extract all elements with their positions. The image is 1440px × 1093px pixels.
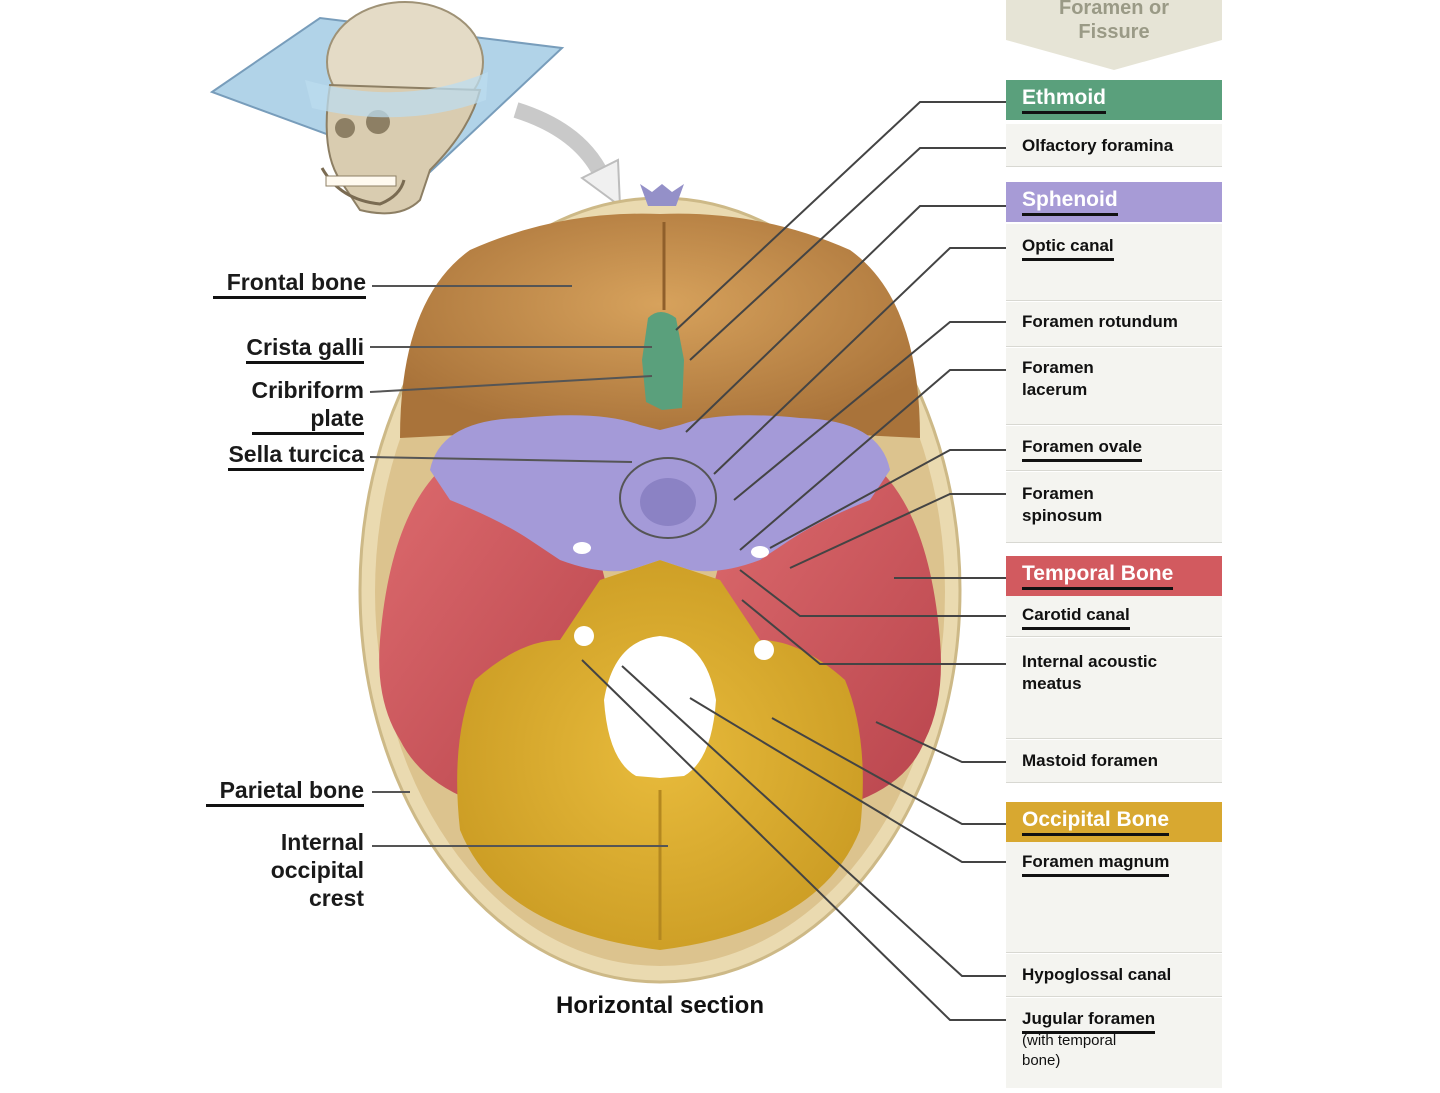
row-internal-acoustic-meatus: Internal acoustic meatus (1006, 638, 1222, 739)
row-internal-acoustic-line2: meatus (1022, 674, 1082, 693)
header-occipital-text: Occipital Bone (1022, 808, 1170, 836)
row-foramen-magnum-text: Foramen magnum (1022, 851, 1170, 877)
label-internal-occipital-crest-line2: occipital (270, 857, 364, 883)
column-header-badge (1006, 0, 1222, 70)
row-olfactory-foramina-text: Olfactory foramina (1022, 136, 1174, 155)
row-optic-canal: Optic canal (1006, 224, 1222, 301)
label-crista-galli: Crista galli (246, 333, 364, 364)
row-jugular-note-line2: bone) (1022, 1052, 1061, 1069)
label-cribriform-plate-line2: plate (252, 404, 364, 435)
row-carotid-canal: Carotid canal (1006, 596, 1222, 637)
label-internal-occipital-crest-line1: Internal (280, 829, 364, 855)
row-hypoglossal-canal: Hypoglossal canal (1006, 954, 1222, 997)
row-olfactory-foramina: Olfactory foramina (1006, 124, 1222, 167)
crista-galli-tip (640, 184, 684, 206)
header-sphenoid: Sphenoid (1006, 182, 1222, 222)
label-frontal-bone: Frontal bone (212, 268, 366, 299)
foramen-table: Ethmoid Olfactory foramina Sphenoid Opti… (1006, 0, 1222, 1088)
row-optic-canal-text: Optic canal (1022, 235, 1114, 261)
header-temporal-text: Temporal Bone (1022, 562, 1174, 590)
header-temporal: Temporal Bone (1006, 556, 1222, 596)
sella-turcica-outline (619, 457, 717, 539)
row-foramen-ovale: Foramen ovale (1006, 426, 1222, 471)
label-cribriform-plate-line1: Cribriform (251, 377, 364, 403)
row-foramen-rotundum-text: Foramen rotundum (1022, 312, 1178, 331)
column-header-text: Foramen or Fissure (1006, 0, 1222, 44)
header-occipital: Occipital Bone (1006, 802, 1222, 842)
row-foramen-lacerum: Foramen lacerum (1006, 348, 1222, 425)
ethmoid-bone-region (642, 312, 684, 410)
row-mastoid-foramen: Mastoid foramen (1006, 740, 1222, 783)
diagram-caption: Horizontal section (555, 992, 765, 1019)
row-foramen-spinosum: Foramen spinosum (1006, 472, 1222, 543)
row-foramen-lacerum-line2: lacerum (1022, 380, 1088, 399)
label-internal-occipital-crest-line3: crest (309, 885, 364, 911)
hypophyseal-fossa (640, 478, 696, 526)
row-foramen-ovale-text: Foramen ovale (1022, 436, 1142, 462)
row-foramen-lacerum-line1: Foramen (1022, 358, 1094, 377)
arrow-icon (513, 102, 622, 209)
label-sella-turcica: Sella turcica (228, 440, 364, 471)
jugular-opening-left (574, 626, 594, 646)
row-foramen-rotundum: Foramen rotundum (1006, 302, 1222, 347)
row-carotid-canal-text: Carotid canal (1022, 604, 1130, 630)
row-mastoid-foramen-text: Mastoid foramen (1022, 751, 1159, 770)
foramen-dot-right (751, 546, 769, 558)
foramen-magnum-opening (604, 636, 716, 778)
jugular-opening-right (754, 640, 774, 660)
foramen-dot-left (573, 542, 591, 554)
row-foramen-spinosum-line1: Foramen (1022, 484, 1094, 503)
row-jugular-note-line1: (with temporal (1022, 1032, 1117, 1049)
right-leader-lines (581, 101, 1012, 1021)
header-ethmoid: Ethmoid (1006, 80, 1222, 120)
row-hypoglossal-canal-text: Hypoglossal canal (1022, 965, 1172, 984)
left-leader-lines (369, 285, 668, 847)
row-jugular-foramen: Jugular foramen (with temporal bone) (1006, 998, 1222, 1088)
column-header-line2: Fissure (1078, 21, 1150, 43)
header-sphenoid-text: Sphenoid (1022, 188, 1118, 216)
row-foramen-magnum: Foramen magnum (1006, 842, 1222, 953)
orientation-skull-icon (209, 1, 565, 215)
row-internal-acoustic-line1: Internal acoustic (1022, 652, 1158, 671)
column-header-line1: Foramen or (1058, 0, 1170, 19)
row-foramen-spinosum-line2: spinosum (1022, 506, 1103, 525)
label-parietal-bone: Parietal bone (205, 776, 364, 807)
header-ethmoid-text: Ethmoid (1022, 86, 1106, 114)
row-jugular-foramen-text: Jugular foramen (1022, 1008, 1156, 1034)
